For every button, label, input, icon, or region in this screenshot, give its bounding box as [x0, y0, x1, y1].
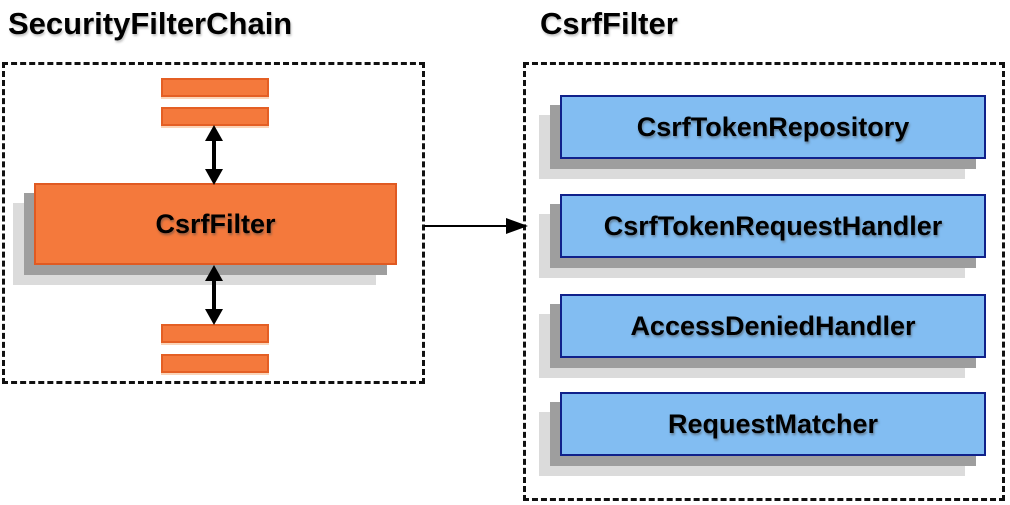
filter-bar-3: [161, 324, 269, 343]
filter-bar-4: [161, 354, 269, 373]
connector-arrow-icon: [424, 218, 528, 234]
access-denied-handler-label: AccessDeniedHandler: [630, 310, 916, 341]
csrf-token-repository-box: CsrfTokenRepository: [560, 95, 986, 159]
csrf-token-request-handler-label: CsrfTokenRequestHandler: [603, 210, 943, 241]
double-arrow-top-icon: [205, 125, 223, 185]
csrf-filter-box-label: CsrfFilter: [155, 208, 276, 239]
filter-bar-2: [161, 107, 269, 126]
security-filter-chain-title: SecurityFilterChain: [8, 6, 293, 41]
request-matcher-label: RequestMatcher: [667, 408, 879, 439]
csrf-filter-container: [523, 62, 1005, 501]
access-denied-handler-box: AccessDeniedHandler: [560, 294, 986, 358]
double-arrow-bottom-icon: [205, 265, 223, 325]
csrf-filter-title: CsrfFilter: [540, 6, 678, 41]
security-filter-chain-container: [2, 62, 425, 384]
request-matcher-box: RequestMatcher: [560, 392, 986, 456]
filter-bar-1: [161, 78, 269, 97]
csrf-filter-box: CsrfFilter: [34, 183, 397, 265]
csrf-token-repository-label: CsrfTokenRepository: [636, 111, 910, 142]
csrf-token-request-handler-box: CsrfTokenRequestHandler: [560, 194, 986, 258]
